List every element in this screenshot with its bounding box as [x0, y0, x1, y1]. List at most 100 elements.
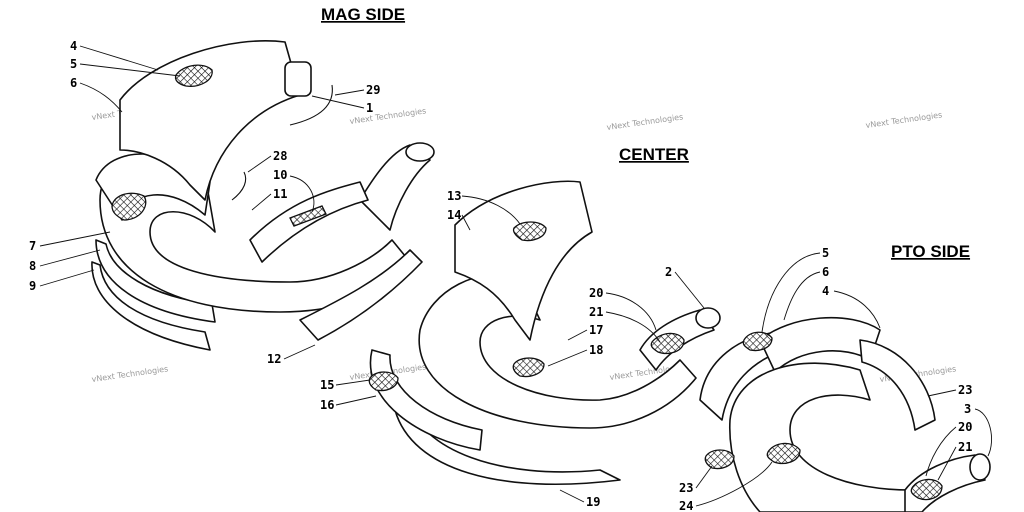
callout: 20	[589, 286, 603, 300]
leader-line	[79, 63, 181, 77]
center-mesh-21	[650, 332, 685, 355]
mag-shield-12	[299, 249, 423, 341]
leader-line	[761, 252, 821, 333]
callout: 6	[822, 265, 829, 279]
center-mesh-14	[512, 221, 547, 242]
watermark: vNext Technologies	[349, 106, 427, 126]
mag-outlet-pipe	[359, 144, 431, 231]
leader-line	[335, 379, 371, 386]
leader-line	[674, 271, 705, 309]
center-outlet-flange	[695, 307, 721, 329]
center-assembly	[368, 180, 721, 486]
center-mesh-18	[512, 357, 545, 378]
leader-line	[695, 461, 773, 507]
callout: 14	[447, 208, 461, 222]
leader-line	[547, 349, 588, 367]
callout: 21	[589, 305, 603, 319]
leader-line	[39, 269, 95, 287]
mag-outlet-flange	[405, 142, 435, 162]
leader-line	[289, 175, 315, 213]
callout: 21	[958, 440, 972, 454]
leader-line	[567, 329, 588, 341]
callout: 1	[366, 101, 373, 115]
mag-mesh-10	[289, 205, 327, 227]
center-mesh-15	[368, 371, 399, 392]
leader-line	[335, 395, 377, 406]
callout: 18	[589, 343, 603, 357]
leader-line	[974, 408, 992, 457]
callout: 2	[665, 265, 672, 279]
callout: 10	[273, 168, 287, 182]
watermark: vNext Technologies	[91, 364, 169, 384]
mag-lower-shield-9	[91, 261, 211, 351]
leader-line	[605, 292, 657, 331]
pto-callouts: 5 6 4 23 3 20 21 23 24	[679, 246, 992, 512]
leader-line	[79, 45, 159, 71]
mag-shield-10	[249, 181, 369, 263]
pto-right-shield	[859, 339, 936, 431]
leader-line	[247, 155, 272, 173]
callout: 17	[589, 323, 603, 337]
center-lower-shield-16	[369, 349, 483, 451]
leader-line	[283, 344, 316, 360]
mag-side-assembly	[91, 40, 435, 351]
leader-line	[783, 271, 821, 321]
watermark: vNext Technologies	[606, 112, 684, 132]
leader-line	[925, 426, 957, 477]
callout: 29	[366, 83, 380, 97]
pto-side-title: PTO SIDE	[891, 242, 970, 261]
callout: 9	[29, 279, 36, 293]
callout: 6	[70, 76, 77, 90]
pto-mesh-23	[704, 449, 735, 470]
callout: 28	[273, 149, 287, 163]
callout: 4	[822, 284, 829, 298]
callout: 5	[822, 246, 829, 260]
leader-line	[79, 82, 123, 113]
callout: 20	[958, 420, 972, 434]
mag-mesh-7	[111, 192, 147, 221]
leader-line	[461, 214, 471, 231]
callout: 23	[958, 383, 972, 397]
mag-spring-28	[231, 171, 247, 201]
callout: 24	[679, 499, 693, 512]
mag-lower-shield-8	[95, 239, 216, 323]
callout: 8	[29, 259, 36, 273]
center-lower-shield-19	[394, 399, 621, 486]
callout: 11	[273, 187, 287, 201]
mag-callouts: 4 5 6 7 8 9 29 1 28 10 11 12	[29, 39, 380, 366]
leader-line	[833, 290, 881, 329]
pto-mesh-24	[766, 442, 801, 465]
leader-line	[39, 249, 101, 267]
callout: 23	[679, 481, 693, 495]
mag-spring-29	[289, 84, 333, 126]
leader-line	[695, 465, 713, 489]
center-upper-shield-13	[454, 180, 593, 341]
pto-side-assembly	[699, 316, 991, 512]
callout: 7	[29, 239, 36, 253]
leader-line	[605, 311, 661, 343]
watermark: vNext Technologies	[865, 110, 943, 130]
leader-line	[927, 389, 957, 397]
leader-line	[251, 193, 272, 211]
pto-mesh-21	[910, 478, 943, 501]
leader-line	[461, 195, 521, 225]
center-callouts: 13 14 2 20 21 17 18 15 16 19	[320, 189, 705, 509]
leader-line	[311, 95, 365, 109]
callout: 16	[320, 398, 334, 412]
callout: 5	[70, 57, 77, 71]
callout: 13	[447, 189, 461, 203]
mag-outlet	[284, 61, 312, 97]
pto-outlet-flange	[969, 453, 991, 481]
leader-line	[39, 231, 111, 247]
leader-line	[937, 446, 957, 481]
callout: 3	[964, 402, 971, 416]
callout: 19	[586, 495, 600, 509]
callout: 4	[70, 39, 77, 53]
mag-side-title: MAG SIDE	[321, 5, 405, 24]
mag-upper-shield-4	[119, 40, 301, 201]
pto-mesh-5	[742, 331, 773, 352]
leader-line	[559, 489, 585, 503]
pto-pipe-elbow	[728, 362, 916, 512]
